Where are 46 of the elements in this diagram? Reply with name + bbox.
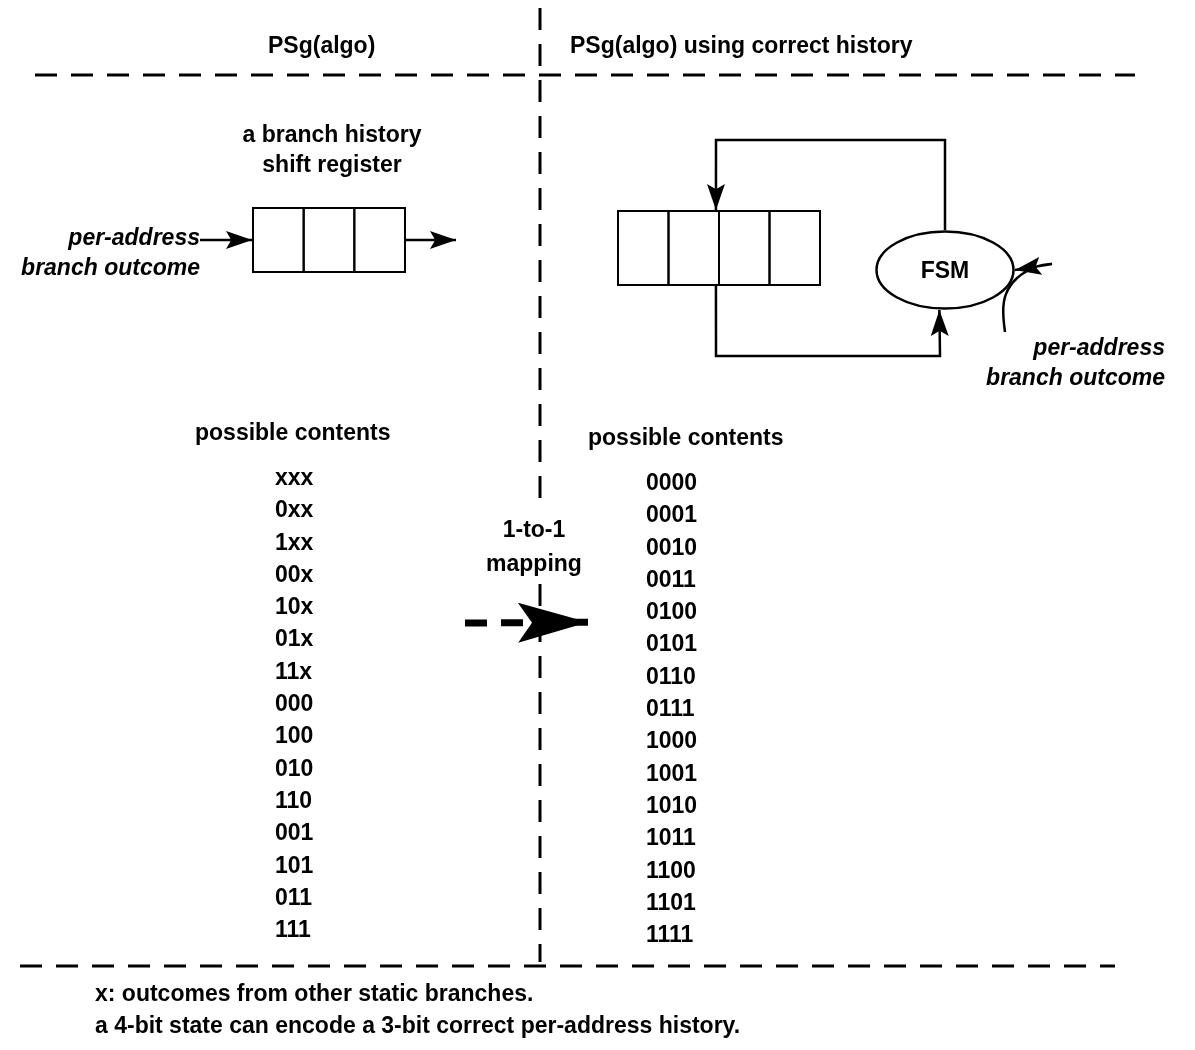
bit-pattern: 1100 [645, 855, 696, 885]
input-label: per-address branch outcome [985, 333, 1165, 392]
bit-pattern: 001 [274, 818, 314, 848]
bit-pattern: 1111 [645, 920, 694, 950]
bit-pattern: 0010 [645, 532, 698, 562]
bit-pattern: 100 [274, 721, 314, 751]
bit-pattern: 1xx [274, 527, 314, 557]
arrow [714, 286, 949, 358]
bit-pattern: 011 [274, 882, 313, 912]
bit-pattern: 111 [274, 915, 311, 945]
bit-pattern: 010 [274, 753, 314, 783]
arrow [464, 602, 589, 643]
bit-pattern: 0xx [274, 495, 314, 525]
arrow [406, 231, 456, 249]
footnote: x: outcomes from other static branches. [95, 979, 534, 1008]
footnote: a 4-bit state can encode a 3-bit correct per-address history. [95, 1011, 741, 1040]
bit-pattern: 1000 [645, 726, 698, 756]
bit-pattern: 1010 [645, 790, 698, 820]
arrow [200, 230, 252, 249]
bit-pattern: 0101 [645, 629, 698, 659]
bit-pattern: 10x [274, 592, 314, 622]
column-heading: possible contents [588, 423, 784, 452]
input-label: per-address branch outcome [20, 223, 200, 282]
bit-pattern: xxx [274, 463, 314, 492]
column-heading: possible contents [195, 418, 391, 447]
register-caption: a branch history shift register [241, 120, 423, 179]
bit-pattern: 000 [274, 689, 314, 719]
bit-pattern: 0011 [645, 564, 696, 594]
bit-pattern: 101 [274, 850, 314, 880]
arrow [706, 138, 947, 230]
bit-pattern: 0110 [645, 661, 696, 691]
bit-pattern: 1101 [645, 887, 696, 917]
column-heading: PSg(algo) [268, 31, 376, 60]
arrow [1001, 256, 1054, 333]
bit-pattern: 01x [274, 624, 314, 654]
bit-pattern: 0000 [645, 468, 698, 497]
bit-pattern: 11x [274, 656, 313, 686]
bit-pattern: 0111 [645, 694, 695, 724]
bit-pattern: 0100 [645, 597, 698, 627]
column-heading: PSg(algo) using correct history [570, 31, 913, 60]
bit-pattern: 1001 [645, 758, 698, 788]
state-label: FSM [920, 256, 970, 285]
bit-pattern: 110 [274, 785, 313, 815]
bit-pattern: 0001 [645, 500, 698, 530]
bit-pattern: 00x [274, 559, 314, 589]
bit-pattern: 1011 [645, 823, 696, 853]
